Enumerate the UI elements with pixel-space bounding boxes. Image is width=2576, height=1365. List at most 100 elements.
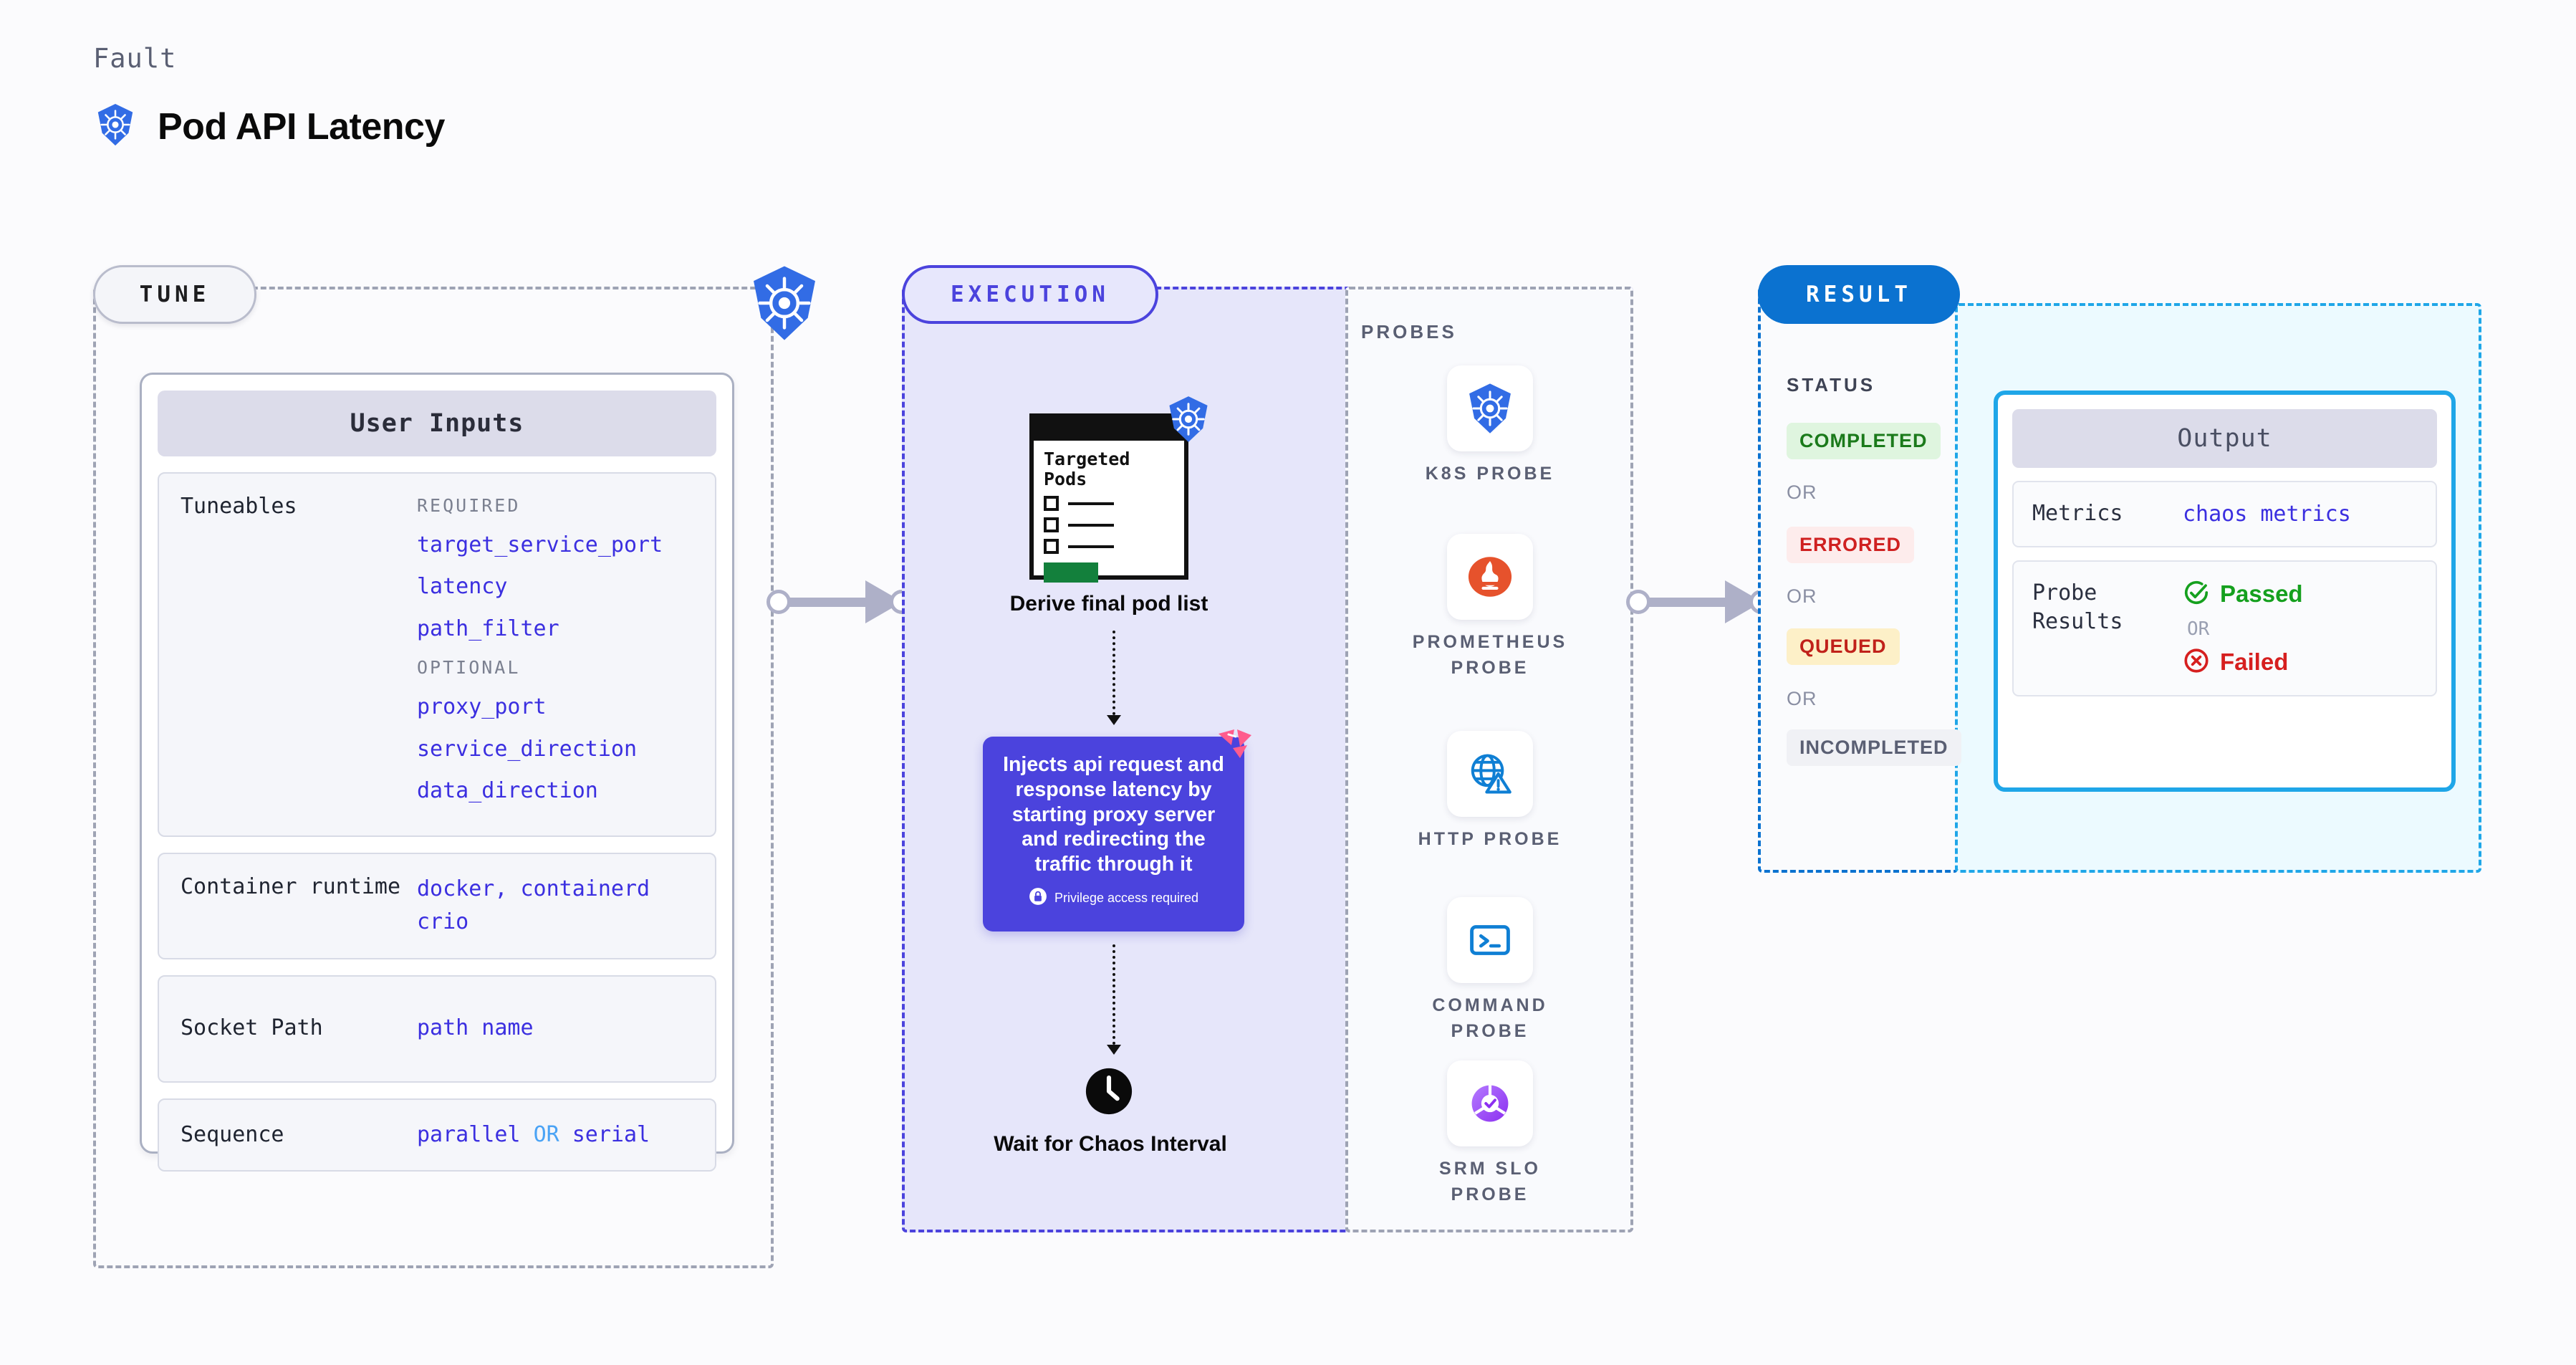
checkbox-icon xyxy=(1044,539,1059,554)
pod-list-item xyxy=(1044,539,1178,554)
terminal-icon xyxy=(1447,897,1533,983)
runtime-value[interactable]: crio xyxy=(417,909,469,934)
probe-result-passed: Passed xyxy=(2183,579,2303,610)
status-badge-errored: ERRORED xyxy=(1787,527,1915,563)
probe-results-label: Probe Results xyxy=(2032,580,2123,635)
passed-label: Passed xyxy=(2220,580,2303,607)
output-card: Output Metrics chaos metrics Probe Resul… xyxy=(1994,391,2456,792)
separator: , xyxy=(494,876,508,901)
page-title: Pod API Latency xyxy=(158,105,445,148)
privilege-text: Privilege access required xyxy=(1054,890,1199,905)
flow-line xyxy=(1112,944,1115,1045)
tuneable-item[interactable]: proxy_port xyxy=(417,694,547,719)
probe-label: COMMAND PROBE xyxy=(1432,995,1548,1041)
optional-label: OPTIONAL xyxy=(417,657,521,679)
flow-line xyxy=(1112,631,1115,715)
status-badge-incompleted: INCOMPLETED xyxy=(1787,729,1961,766)
probe-result-failed: Failed xyxy=(2183,647,2303,678)
prometheus-icon xyxy=(1447,534,1533,620)
checkbox-icon xyxy=(1044,517,1059,532)
failed-label: Failed xyxy=(2220,648,2289,675)
fault-eyebrow: Fault xyxy=(93,43,177,74)
list-rule xyxy=(1068,545,1114,548)
pod-list-item xyxy=(1044,496,1178,511)
probe-label: PROMETHEUS PROBE xyxy=(1412,632,1568,678)
tune-section xyxy=(93,287,774,1268)
metrics-value[interactable]: chaos metrics xyxy=(2183,501,2351,527)
probe-item-command[interactable]: COMMAND PROBE xyxy=(1404,897,1576,1044)
list-rule xyxy=(1068,502,1114,505)
targeted-pods-title: Targeted Pods xyxy=(1044,449,1130,489)
tuneable-item[interactable]: target_service_port xyxy=(417,532,663,557)
tuneable-item[interactable]: latency xyxy=(417,574,508,600)
kubernetes-icon xyxy=(1447,365,1533,451)
tuneables-row: Tuneables REQUIRED target_service_port l… xyxy=(158,472,716,837)
probe-results-values: Passed OR Failed xyxy=(2183,579,2303,678)
title-row: Pod API Latency xyxy=(93,102,445,150)
container-runtime-values: docker, containerd crio xyxy=(417,873,650,939)
user-inputs-header: User Inputs xyxy=(158,391,716,456)
kubernetes-icon xyxy=(1164,395,1213,444)
globe-warning-icon xyxy=(1447,731,1533,817)
targeted-pods-card: Targeted Pods xyxy=(1029,396,1208,583)
inject-description: Injects api request and response latency… xyxy=(1003,753,1224,876)
probe-item-k8s[interactable]: K8S PROBE xyxy=(1404,365,1576,487)
result-section xyxy=(1758,287,1959,873)
progress-bar xyxy=(1044,562,1098,583)
probes-title: PROBES xyxy=(1361,321,1457,343)
status-badge-queued: QUEUED xyxy=(1787,628,1900,665)
runtime-value[interactable]: docker xyxy=(417,876,495,901)
user-inputs-card: User Inputs Tuneables REQUIRED target_se… xyxy=(140,373,734,1172)
probe-item-http[interactable]: HTTP PROBE xyxy=(1404,731,1576,853)
x-circle-icon xyxy=(2183,647,2210,678)
or-label: OR xyxy=(2187,618,2210,640)
kubernetes-icon xyxy=(93,102,138,150)
metrics-row: Metrics chaos metrics xyxy=(2012,481,2437,547)
litmus-icon xyxy=(1216,727,1256,761)
result-badge: RESULT xyxy=(1758,265,1960,324)
derive-pod-list-label: Derive final pod list xyxy=(1009,592,1208,616)
metrics-label: Metrics xyxy=(2032,501,2123,526)
sequence-row: Sequence parallel OR serial xyxy=(158,1098,716,1172)
or-label: OR xyxy=(1787,482,1817,503)
tuneable-item[interactable]: data_direction xyxy=(417,778,598,803)
probe-item-srm-slo[interactable]: SRM SLO PROBE xyxy=(1404,1060,1576,1207)
socket-path-label: Socket Path xyxy=(181,1015,323,1041)
tuneable-item[interactable]: service_direction xyxy=(417,736,638,762)
slo-donut-icon xyxy=(1447,1060,1533,1146)
lock-icon xyxy=(1029,887,1047,909)
container-runtime-label: Container runtime xyxy=(181,873,401,899)
connector-execution-result xyxy=(1626,580,1775,623)
privilege-note: Privilege access required xyxy=(1029,887,1198,909)
sequence-value-b[interactable]: serial xyxy=(572,1121,650,1147)
wait-interval-label: Wait for Chaos Interval xyxy=(994,1132,1227,1156)
socket-path-row: Socket Path path name xyxy=(158,974,716,1083)
probe-label: SRM SLO PROBE xyxy=(1439,1159,1541,1204)
tuneables-label: Tuneables xyxy=(181,494,297,519)
or-label: OR xyxy=(1787,688,1817,709)
check-circle-icon xyxy=(2183,579,2210,610)
execution-badge: EXECUTION xyxy=(902,265,1158,324)
kubernetes-icon xyxy=(745,264,824,343)
probe-item-prometheus[interactable]: PROMETHEUS PROBE xyxy=(1404,534,1576,681)
socket-path-value[interactable]: path name xyxy=(417,1015,534,1041)
page-header: Fault Pod API Latency xyxy=(93,43,445,150)
pod-list-item xyxy=(1044,517,1178,532)
required-label: REQUIRED xyxy=(417,495,521,516)
flow-arrow-icon xyxy=(1107,1045,1121,1055)
tune-badge: TUNE xyxy=(93,265,256,324)
container-runtime-row: Container runtime docker, containerd cri… xyxy=(158,852,716,959)
runtime-value[interactable]: containerd xyxy=(520,876,650,901)
status-badge-completed: COMPLETED xyxy=(1787,423,1941,459)
sequence-label: Sequence xyxy=(181,1121,284,1147)
tuneable-item[interactable]: path_filter xyxy=(417,616,559,641)
sequence-joiner: OR xyxy=(533,1121,559,1147)
probe-label: HTTP PROBE xyxy=(1418,829,1562,849)
clock-icon xyxy=(1084,1066,1134,1116)
sequence-value-a[interactable]: parallel xyxy=(417,1121,521,1147)
checkbox-icon xyxy=(1044,496,1059,511)
probe-label: K8S PROBE xyxy=(1425,464,1555,484)
output-header: Output xyxy=(2012,409,2437,468)
connector-tune-execution xyxy=(766,580,915,623)
flow-arrow-icon xyxy=(1107,715,1121,725)
